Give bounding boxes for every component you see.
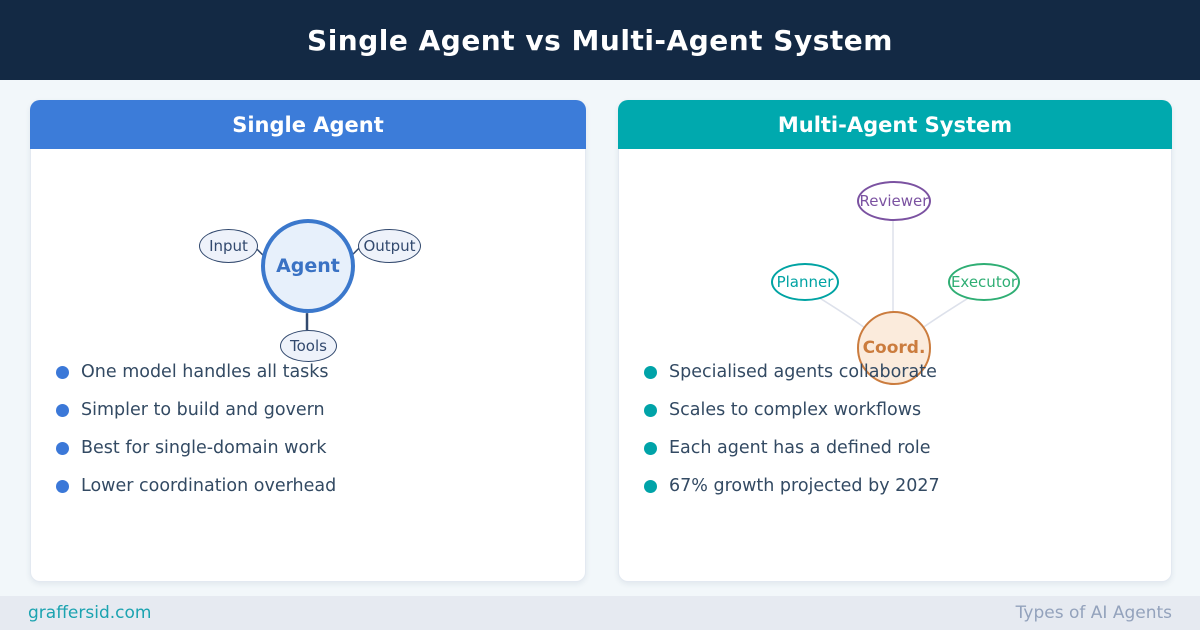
footer-bar: graffersid.com Types of AI Agents xyxy=(0,596,1200,630)
list-item: One model handles all tasks xyxy=(56,353,575,391)
input-node: Input xyxy=(199,229,258,263)
planner-node: Planner xyxy=(771,263,839,301)
bullet-text: Lower coordination overhead xyxy=(81,476,337,496)
page-title: Single Agent vs Multi-Agent System xyxy=(307,23,893,57)
bullet-dot-icon xyxy=(56,479,69,493)
agent-node: Agent xyxy=(261,219,355,313)
bullet-dot-icon xyxy=(644,479,657,493)
single-agent-bullet-list: One model handles all tasks Simpler to b… xyxy=(56,353,575,505)
bullet-dot-icon xyxy=(56,441,69,455)
list-item: Lower coordination overhead xyxy=(56,467,575,505)
single-agent-card: Single Agent Agent Input Output Tools On… xyxy=(30,100,586,582)
bullet-text: Best for single-domain work xyxy=(81,438,327,458)
bullet-dot-icon xyxy=(644,403,657,417)
list-item: Specialised agents collaborate xyxy=(644,353,1161,391)
title-bar: Single Agent vs Multi-Agent System xyxy=(0,0,1200,80)
executor-node: Executor xyxy=(948,263,1020,301)
bullet-dot-icon xyxy=(56,365,69,379)
tools-node-label: Tools xyxy=(290,337,327,355)
single-agent-card-title: Single Agent xyxy=(232,112,384,137)
bullet-text: Simpler to build and govern xyxy=(81,400,325,420)
bullet-text: 67% growth projected by 2027 xyxy=(669,476,940,496)
multi-agent-card-header: Multi-Agent System xyxy=(618,100,1172,149)
tools-node: Tools xyxy=(280,330,337,362)
multi-agent-card-title: Multi-Agent System xyxy=(777,112,1013,137)
list-item: Best for single-domain work xyxy=(56,429,575,467)
multi-agent-card: Multi-Agent System Reviewer Planner Exec… xyxy=(618,100,1172,582)
agent-node-label: Agent xyxy=(276,255,340,277)
footer-site-link[interactable]: graffersid.com xyxy=(28,603,152,623)
planner-node-label: Planner xyxy=(776,273,834,291)
list-item: Scales to complex workflows xyxy=(644,391,1161,429)
multi-agent-bullet-list: Specialised agents collaborate Scales to… xyxy=(644,353,1161,505)
list-item: Simpler to build and govern xyxy=(56,391,575,429)
reviewer-node-label: Reviewer xyxy=(859,192,929,210)
input-node-label: Input xyxy=(209,237,248,255)
bullet-dot-icon xyxy=(644,365,657,379)
list-item: 67% growth projected by 2027 xyxy=(644,467,1161,505)
bullet-text: Specialised agents collaborate xyxy=(669,362,937,382)
executor-node-label: Executor xyxy=(950,273,1018,291)
output-node: Output xyxy=(358,229,421,263)
bullet-dot-icon xyxy=(56,403,69,417)
footer-topic-label: Types of AI Agents xyxy=(1015,603,1172,623)
coordinator-node-label: Coord. xyxy=(862,338,926,358)
list-item: Each agent has a defined role xyxy=(644,429,1161,467)
bullet-text: Scales to complex workflows xyxy=(669,400,922,420)
output-node-label: Output xyxy=(363,237,416,255)
bullet-dot-icon xyxy=(644,441,657,455)
reviewer-node: Reviewer xyxy=(857,181,931,221)
bullet-text: One model handles all tasks xyxy=(81,362,329,382)
bullet-text: Each agent has a defined role xyxy=(669,438,931,458)
single-agent-card-header: Single Agent xyxy=(30,100,586,149)
